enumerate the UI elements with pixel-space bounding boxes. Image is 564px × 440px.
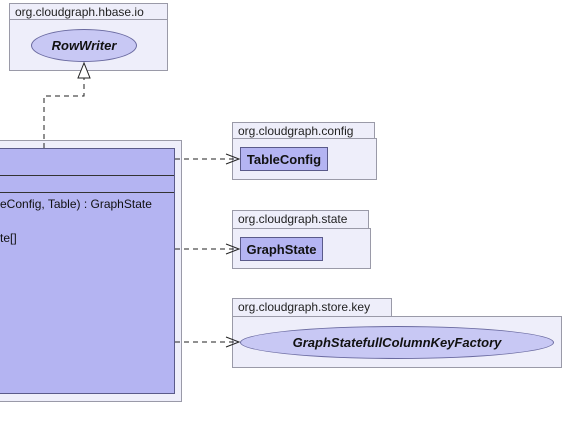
dependency-arrowhead-tableconfig [225,153,241,165]
dependency-arrowhead-keyfactory [225,336,241,348]
package-config-tab: org.cloudgraph.config [232,122,375,139]
interface-graphstatefullcolumnkeyfactory[interactable]: GraphStatefullColumnKeyFactory [240,326,554,359]
package-store-key-tab: org.cloudgraph.store.key [232,298,392,317]
realization-edge [43,78,85,148]
interface-rowwriter[interactable]: RowWriter [31,29,137,62]
main-class[interactable]: eConfig, Table) : GraphState te[] [0,148,175,394]
dependency-arrowhead-graphstate [225,243,241,255]
package-state-tab: org.cloudgraph.state [232,210,369,229]
class-tableconfig[interactable]: TableConfig [240,147,328,171]
class-name-divider [0,175,174,176]
class-graphstate[interactable]: GraphState [240,237,323,261]
package-hbase-io-tab: org.cloudgraph.hbase.io [9,3,168,20]
attributes-divider [0,192,174,193]
operation-2: te[] [0,231,17,245]
realization-arrowhead [77,61,91,79]
operation-1: eConfig, Table) : GraphState [0,197,152,211]
